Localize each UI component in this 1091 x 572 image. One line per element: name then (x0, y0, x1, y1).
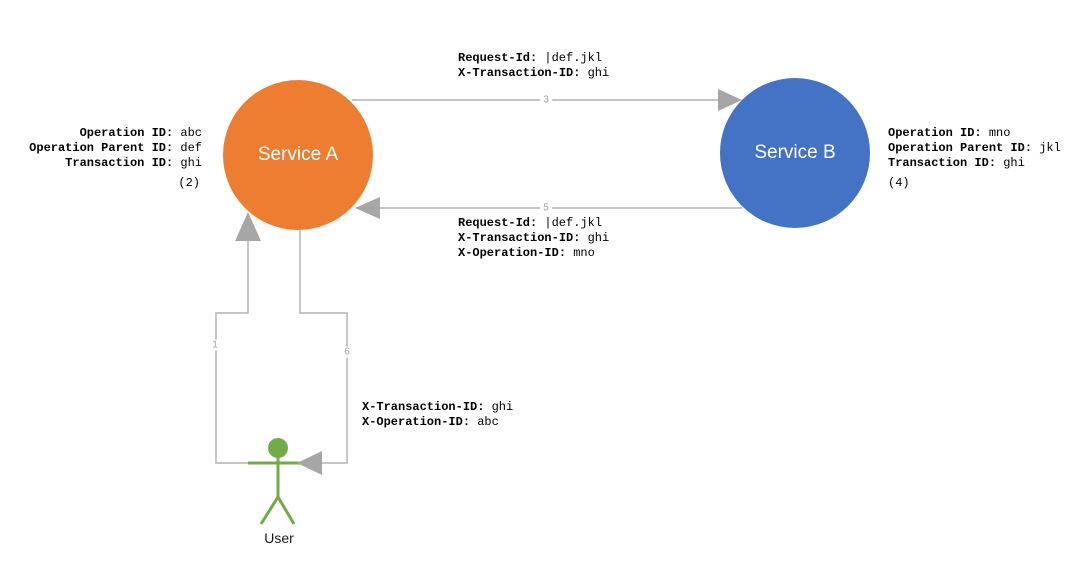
service-b-details: Operation ID:mno Operation Parent ID:jkl… (888, 126, 1061, 191)
header-line: X-Transaction-ID:ghi (458, 231, 610, 245)
step-number-3: 3 (540, 94, 552, 106)
service-a-details: Operation ID:abc Operation Parent ID:def… (29, 126, 202, 191)
header-line: Request-Id:|def.jkl (458, 51, 603, 65)
step-ref-2: (2) (178, 176, 200, 190)
user-figure-right-leg (276, 496, 296, 525)
header-line: X-Transaction-ID:ghi (362, 400, 514, 414)
header-line: X-Operation-ID:mno (458, 246, 595, 260)
step-number-6: 6 (341, 346, 353, 358)
service-a-node (223, 80, 373, 230)
user-label: User (264, 530, 294, 546)
request-a-to-b-headers: Request-Id:|def.jkl X-Transaction-ID:ghi (458, 51, 609, 81)
detail-line: Transaction ID:ghi (888, 156, 1025, 170)
header-line: Request-Id:|def.jkl (458, 216, 603, 230)
header-line: X-Operation-ID:abc (362, 415, 499, 429)
arrowhead-into-service-a-from-user (235, 212, 261, 241)
step-number-5: 5 (540, 202, 552, 214)
arrowhead-into-service-a-from-service-b (355, 197, 380, 219)
service-b-node (720, 78, 870, 228)
detail-line: Operation ID:abc (79, 126, 202, 140)
response-b-to-a-headers: Request-Id:|def.jkl X-Transaction-ID:ghi… (458, 216, 609, 261)
connector-service-a-to-user (299, 230, 348, 464)
detail-line: Operation Parent ID:def (29, 141, 202, 155)
header-line: X-Transaction-ID:ghi (458, 66, 610, 80)
service-b-label: Service B (754, 142, 836, 163)
response-to-user-headers: X-Transaction-ID:ghi X-Operation-ID:abc (362, 400, 513, 430)
detail-line: Operation ID:mno (888, 126, 1011, 140)
arrowhead-into-user (297, 451, 322, 475)
step-ref-4: (4) (888, 176, 910, 190)
user-figure-head (268, 438, 288, 458)
detail-line: Transaction ID:ghi (65, 156, 202, 170)
detail-line: Operation Parent ID:jkl (888, 141, 1061, 155)
arrowhead-into-service-b (718, 89, 742, 111)
step-number-1: 1 (209, 339, 221, 351)
service-a-label: Service A (257, 144, 339, 165)
user-figure-left-leg (259, 496, 280, 525)
connector-user-to-service-a (215, 241, 252, 464)
